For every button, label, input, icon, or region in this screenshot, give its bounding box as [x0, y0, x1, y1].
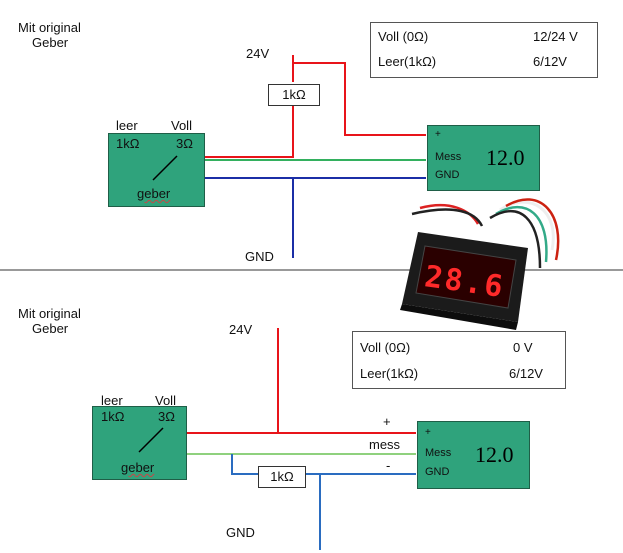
bottom-wire-plus-label: + — [383, 414, 391, 429]
bottom-voltage-table: Voll (0Ω) 0 V Leer(1kΩ) 6/12V — [352, 331, 566, 389]
top-voltage-table: Voll (0Ω) 12/24 V Leer(1kΩ) 6/12V — [370, 22, 598, 78]
top-note-line2: Geber — [32, 35, 69, 50]
bottom-note-line1: Mit original — [18, 306, 81, 321]
bottom-note-line2: Geber — [32, 321, 69, 336]
top-resistor: 1kΩ — [268, 84, 320, 106]
top-note-line1: Mit original — [18, 20, 81, 35]
top-meter-gnd: GND — [435, 169, 460, 181]
bottom-table-label-1: Voll (0Ω) — [360, 340, 411, 355]
bottom-blue-wire-resistor — [231, 454, 258, 475]
top-table-label-2: Leer(1kΩ) — [378, 54, 437, 69]
top-sender-leer: leer — [116, 118, 138, 133]
bottom-supply-label: 24V — [229, 322, 253, 337]
top-supply-label: 24V — [246, 46, 270, 61]
top-red-wire-24v — [292, 55, 426, 136]
top-meter-plus: + — [435, 129, 441, 140]
bottom-wire-minus-label: - — [386, 458, 391, 473]
bottom-sender-box — [92, 406, 187, 480]
bottom-sender-leer-value: 1kΩ — [101, 409, 125, 424]
top-red-wire-sender — [204, 106, 294, 158]
bottom-sender-leer: leer — [101, 393, 123, 408]
top-meter-box: + Mess GND 12.0 — [427, 125, 540, 191]
bottom-meter-box: + Mess GND 12.0 — [417, 421, 530, 489]
bottom-note: Mit original Geber — [18, 306, 81, 336]
top-meter-reading: 12.0 — [486, 145, 525, 170]
top-table-value-2: 6/12V — [533, 54, 567, 69]
top-ground-label: GND — [245, 249, 274, 264]
top-table-label-1: Voll (0Ω) — [378, 29, 429, 44]
bottom-wire-mess-label: mess — [369, 437, 401, 452]
bottom-table-value-1: 0 V — [513, 340, 533, 355]
bottom-sender-name: geber — [121, 460, 155, 475]
top-sender-leer-value: 1kΩ — [116, 136, 140, 151]
bottom-table-label-2: Leer(1kΩ) — [360, 366, 419, 381]
bottom-table-value-2: 6/12V — [509, 366, 543, 381]
top-note: Mit original Geber — [18, 20, 81, 50]
top-sender-voll-value: 3Ω — [176, 136, 193, 151]
bottom-meter-plus: + — [425, 427, 431, 438]
top-meter-mess: Mess — [435, 151, 462, 163]
bottom-meter-gnd: GND — [425, 466, 450, 478]
bottom-meter-reading: 12.0 — [475, 442, 514, 467]
bottom-sender-voll: Voll — [155, 393, 176, 408]
bottom-meter-mess: Mess — [425, 447, 452, 459]
top-sender-name: geber — [137, 186, 171, 201]
bottom-sender-voll-value: 3Ω — [158, 409, 175, 424]
bottom-ground-label: GND — [226, 525, 255, 540]
top-table-value-1: 12/24 V — [533, 29, 578, 44]
bottom-resistor: 1kΩ — [258, 466, 306, 488]
top-sender-voll: Voll — [171, 118, 192, 133]
